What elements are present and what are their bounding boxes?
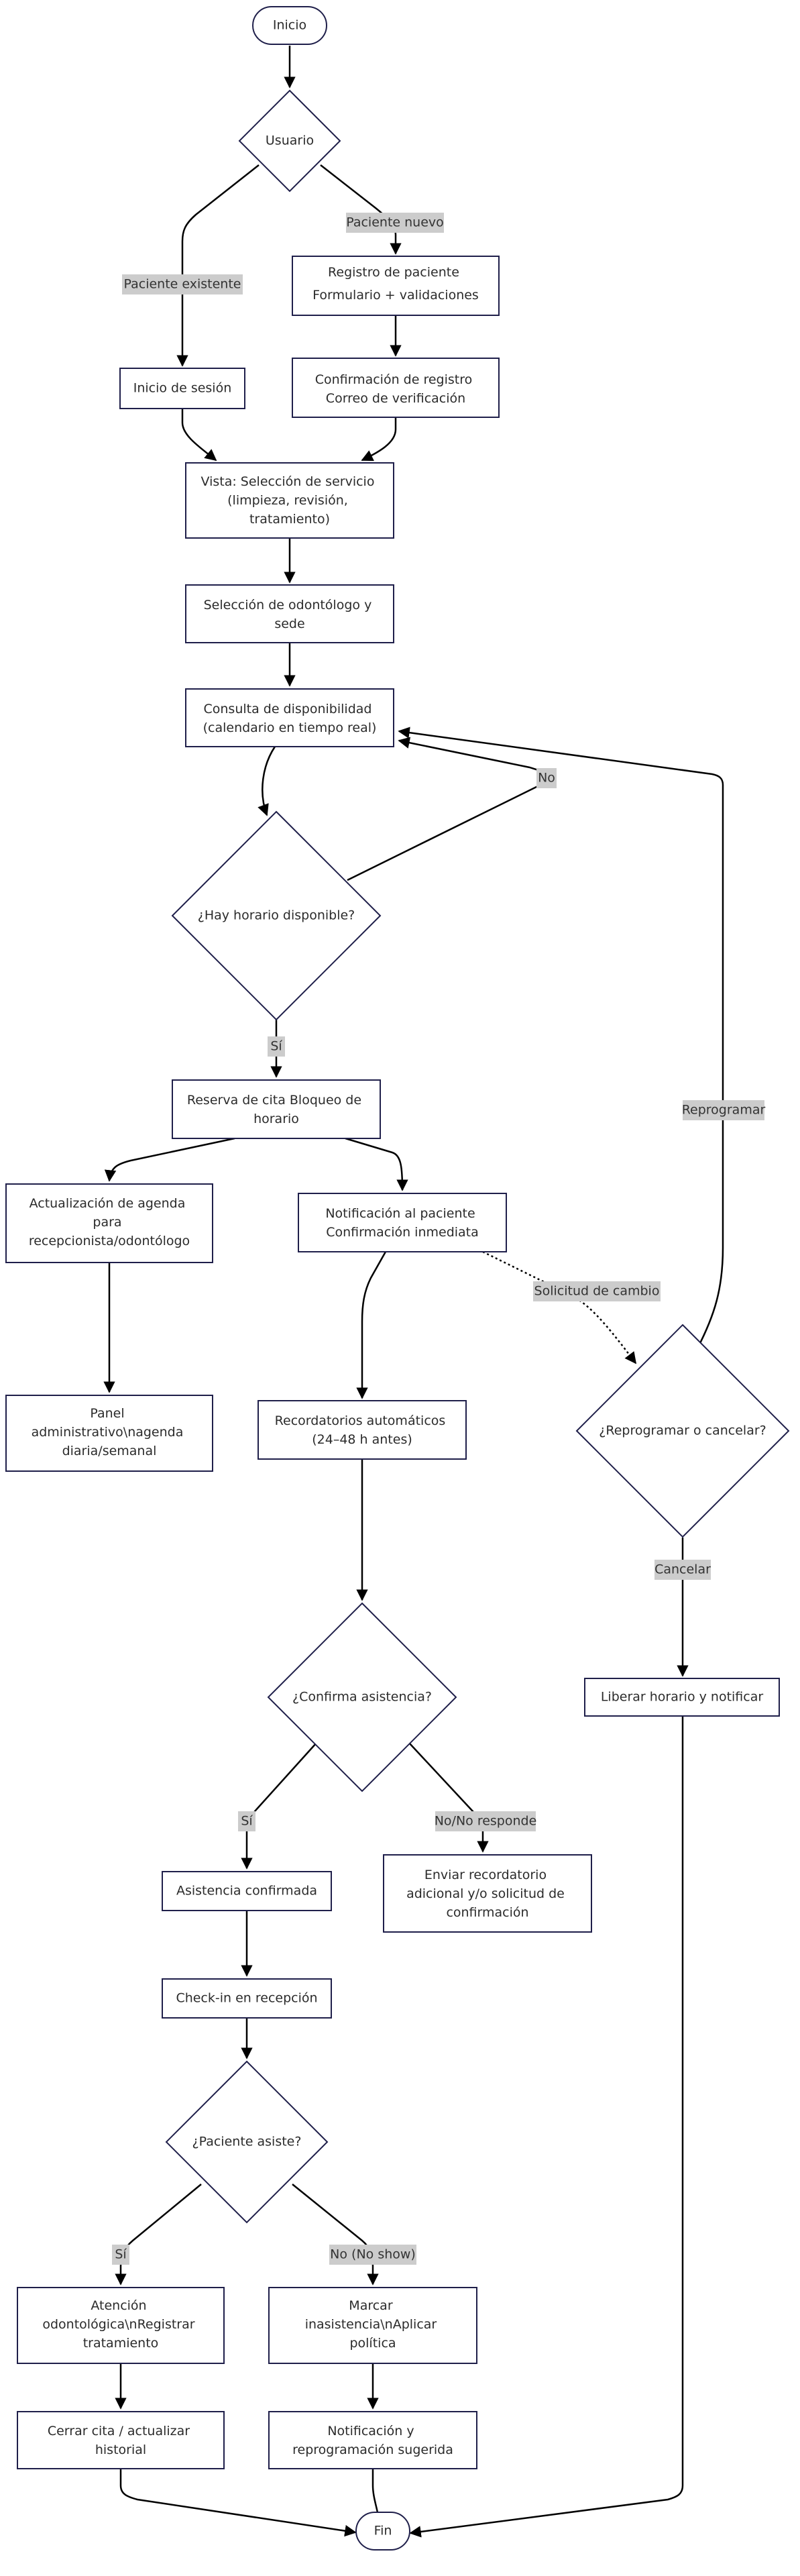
label-liberar-horario: Liberar horario y notificar [601,1690,764,1705]
edge-usuario-iniciosesion [176,164,260,367]
edge-label-no: No [536,768,557,788]
edge-label-si-horario: Sí [268,1036,285,1057]
node-inicio [252,6,327,45]
edge-iniciosesion-vista [181,409,217,462]
node-paciente-asiste [165,2060,329,2224]
node-panel-admin [5,1395,213,1472]
edge-notificacion-recordatorios [356,1251,387,1399]
node-confirma-asistencia [267,1602,457,1792]
edge-label-no-responde: No/No responde [435,1811,537,1831]
label-paciente-asiste: ¿Paciente asiste? [192,2135,302,2149]
edge-reprogramar-consulta [398,727,724,1349]
label-asistencia-confirmada: Asistencia confirmada [176,1884,317,1898]
edge-confirmacion-vista [361,417,397,462]
edge-label-cancelar: Cancelar [654,1560,711,1580]
label-atencion: Atención odontológica\nRegistrar tratami… [42,2298,198,2351]
edge-cerrar-fin [119,2469,357,2537]
edge-label-si-asiste: Sí [112,2245,129,2265]
edge-confirma-enviar [408,1742,489,1853]
node-reserva-cita [172,1079,381,1139]
node-labels: Inicio Usuario Registro de paciente Form… [29,18,766,2538]
node-usuario [238,89,341,193]
edge-confirma-asistencia [241,1742,317,1870]
edge-reserva-actualizacion [104,1137,235,1182]
edge-usuario-registro [320,164,402,255]
edge-pacienteasiste-marcar [292,2184,379,2286]
node-consulta-disponibilidad [185,688,394,747]
node-enviar-recordatorio [383,1854,592,1933]
node-atencion [17,2287,225,2364]
label-consulta-disponibilidad: Consulta de disponibilidad (calendario e… [203,702,377,735]
label-seleccion-odontologo: Selección de odontólogo y sede [204,598,376,631]
label-reprogramar-cancelar: ¿Reprogramar o cancelar? [599,1424,766,1438]
node-fin [355,2512,410,2551]
svg-text:No: No [538,771,555,786]
node-hay-horario [171,810,382,1021]
node-registro [292,256,500,316]
node-vista-servicio [185,462,394,539]
svg-text:Reprogramar: Reprogramar [682,1103,766,1118]
edge-notificacion-reprogramar [482,1250,637,1364]
node-seleccion-odontologo [185,584,394,643]
label-reserva-cita: Reserva de cita Bloqueo de horario [187,1093,365,1126]
svg-text:No/No responde: No/No responde [435,1814,537,1829]
node-recordatorios [258,1400,467,1460]
edge-label-paciente-nuevo: Paciente nuevo [346,213,444,233]
label-inicio: Inicio [273,18,306,33]
node-liberar-horario [584,1678,780,1717]
edge-label-paciente-existente: Paciente existente [122,274,243,294]
node-actualizacion-agenda [5,1183,213,1263]
edge-label-solicitud-cambio: Solicitud de cambio [533,1281,661,1301]
label-panel-admin: Panel administrativo\nagenda diaria/sema… [32,1406,188,1458]
node-inicio-sesion [119,368,245,409]
edge-label-reprogramar: Reprogramar [682,1100,766,1120]
label-confirma-asistencia: ¿Confirma asistencia? [292,1690,432,1705]
node-checkin [162,1978,332,2019]
svg-text:Sí: Sí [115,2247,127,2262]
svg-text:Paciente existente: Paciente existente [124,277,241,292]
label-usuario: Usuario [266,133,314,148]
edge-consulta-hayhorario [258,746,276,816]
label-fin: Fin [374,2524,392,2538]
label-confirmacion-registro: Confirmación de registro Correo de verif… [315,372,477,406]
svg-text:Solicitud de cambio: Solicitud de cambio [534,1284,660,1299]
node-notificacion-paciente [298,1193,507,1252]
edge-liberar-fin [409,1716,684,2538]
label-inicio-sesion: Inicio de sesión [133,381,232,396]
edge-pacienteasiste-atencion [115,2184,202,2286]
node-asistencia-confirmada [162,1871,332,1911]
node-cerrar-cita [17,2411,225,2469]
label-notificacion-reprogramacion: Notificación y reprogramación sugerida [292,2424,453,2457]
label-actualizacion-agenda: Actualización de agenda para recepcionis… [29,1196,190,1248]
label-cerrar-cita: Cerrar cita / actualizar historial [48,2424,194,2457]
edge-reserva-notificacion [345,1137,408,1191]
svg-text:Cancelar: Cancelar [654,1562,711,1577]
edge-label-no-show: No (No show) [329,2245,416,2265]
node-reprogramar-cancelar [575,1324,790,1538]
svg-text:Sí: Sí [241,1814,253,1829]
label-marcar-inasistencia: Marcar inasistencia\nAplicar política [305,2298,441,2351]
label-vista-servicio: Vista: Selección de servicio (limpieza, … [201,474,379,527]
svg-text:Sí: Sí [270,1039,282,1054]
node-marcar-inasistencia [268,2287,477,2364]
node-confirmacion-registro [292,358,500,418]
label-registro: Registro de paciente Formulario + valida… [312,265,479,303]
svg-text:Paciente nuevo: Paciente nuevo [346,215,444,230]
node-notificacion-reprogramacion [268,2411,477,2469]
edge-hayhorario-consulta-no [347,737,547,881]
label-checkin: Check-in en recepción [176,1991,317,2006]
label-enviar-recordatorio: Enviar recordatorio adicional y/o solici… [406,1868,569,1920]
label-recordatorios: Recordatorios automáticos (24–48 h antes… [275,1413,450,1447]
svg-text:No (No show): No (No show) [330,2247,416,2262]
edge-label-si-confirma: Sí [238,1811,255,1831]
label-notificacion-paciente: Notificación al paciente Confirmación in… [325,1206,479,1240]
label-hay-horario: ¿Hay horario disponible? [198,908,355,923]
